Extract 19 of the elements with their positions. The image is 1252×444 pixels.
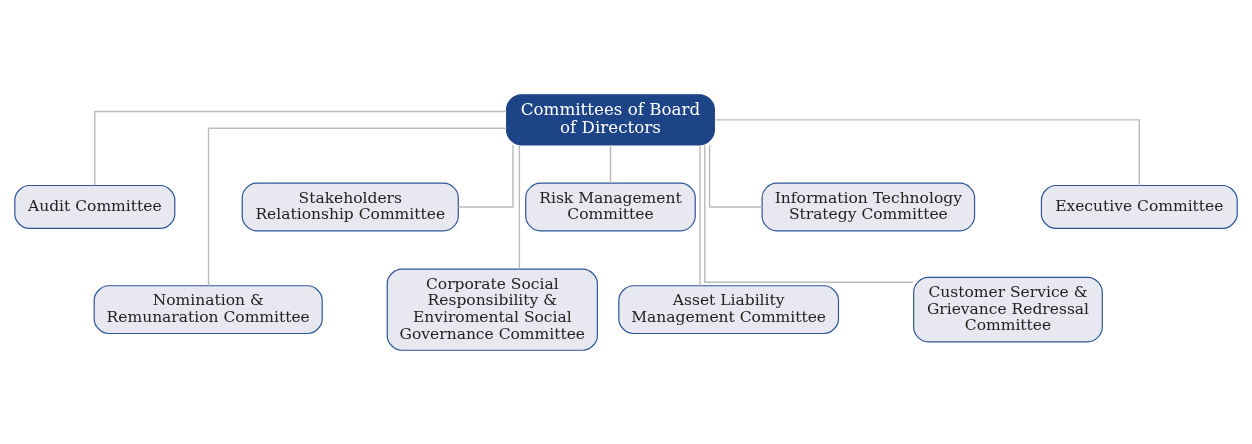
node-box: Stakeholders Relationship Committee xyxy=(241,182,459,231)
node-box: Audit Committee xyxy=(14,184,176,229)
node-box: Risk Management Committee xyxy=(525,182,696,231)
node-box: Committees of Board of Directors xyxy=(506,93,715,145)
connector xyxy=(457,143,514,208)
connector xyxy=(94,110,508,186)
connector xyxy=(609,143,612,184)
node-box: Corporate Social Responsibility & Enviromental Social Governance Committee xyxy=(386,267,598,351)
connector xyxy=(518,143,521,270)
connector xyxy=(207,127,508,286)
node-box: Executive Committee xyxy=(1040,184,1238,229)
node-box: Asset Liability Management Committee xyxy=(618,284,840,334)
node-box: Information Technology Strategy Committee xyxy=(761,182,976,231)
connector xyxy=(708,143,763,208)
connector xyxy=(699,143,701,286)
connector xyxy=(704,144,914,283)
connector xyxy=(713,118,1140,186)
node-box: Nomination & Remunaration Committee xyxy=(93,284,323,334)
node-box: Customer Service & Grievance Redressal Committee xyxy=(913,276,1103,342)
